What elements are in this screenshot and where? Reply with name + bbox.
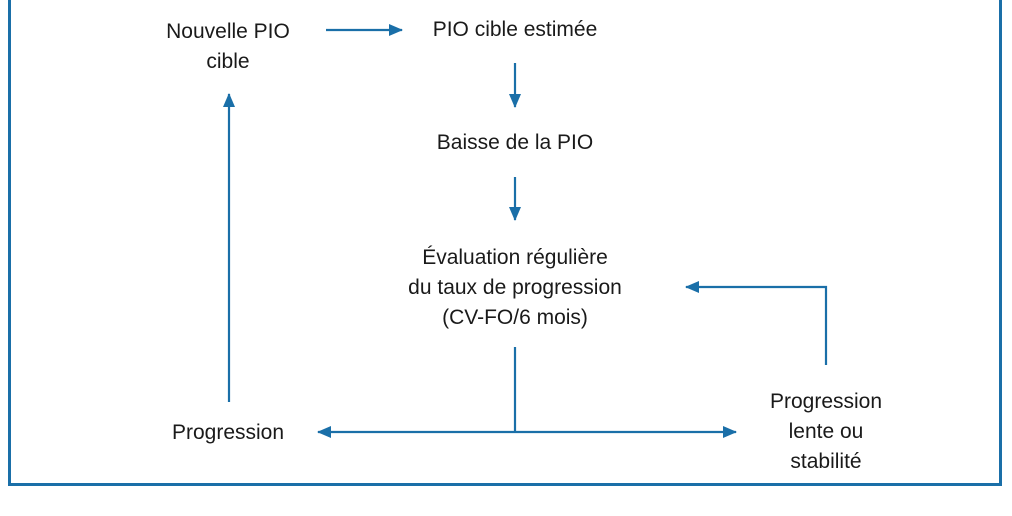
edge-lente-to-evaluation	[685, 281, 828, 365]
node-text-line: cible	[206, 50, 250, 73]
node-text-line: (CV-FO/6 mois)	[442, 306, 588, 329]
node-pio-cible-estimee: PIO cible estimée	[395, 15, 635, 45]
node-evaluation-reguliere: Évaluation régulière du taux de progress…	[355, 243, 675, 333]
node-nouvelle-pio-cible: Nouvelle PIO cible	[138, 17, 318, 77]
node-progression: Progression	[138, 418, 318, 448]
node-text-line: Nouvelle PIO	[166, 20, 290, 43]
node-text-line: Progression	[171, 421, 285, 444]
node-text-line: stabilité	[790, 450, 862, 473]
node-text-line: Progression	[769, 390, 883, 413]
node-text-line: du taux de progression	[408, 276, 622, 299]
node-text-line: Baisse de la PIO	[436, 131, 594, 154]
node-text-line: PIO cible estimée	[432, 18, 598, 41]
node-text-line: lente ou	[788, 420, 864, 443]
diagram-frame	[8, 0, 1002, 486]
node-baisse-pio: Baisse de la PIO	[395, 128, 635, 158]
node-progression-lente-stabilite: Progression lente ou stabilité	[746, 387, 906, 477]
node-text-line: Évaluation régulière	[422, 246, 608, 269]
